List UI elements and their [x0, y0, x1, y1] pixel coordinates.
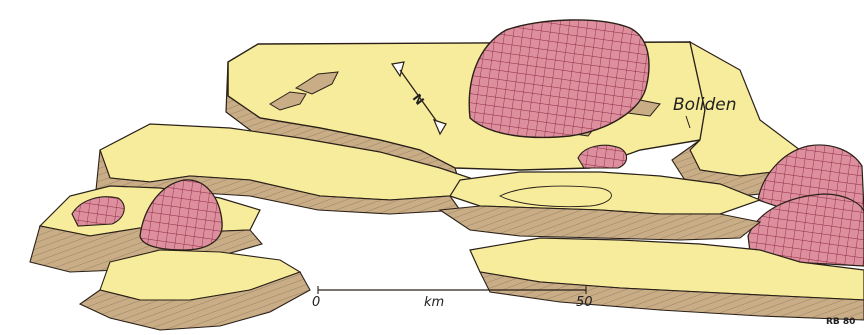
scale-unit-label: km	[424, 295, 444, 310]
scale-end-label: 50	[576, 295, 593, 310]
place-label-boliden: Boliden	[673, 95, 737, 115]
artist-signature: RB 80	[826, 317, 855, 327]
scale-start-label: 0	[312, 295, 320, 310]
